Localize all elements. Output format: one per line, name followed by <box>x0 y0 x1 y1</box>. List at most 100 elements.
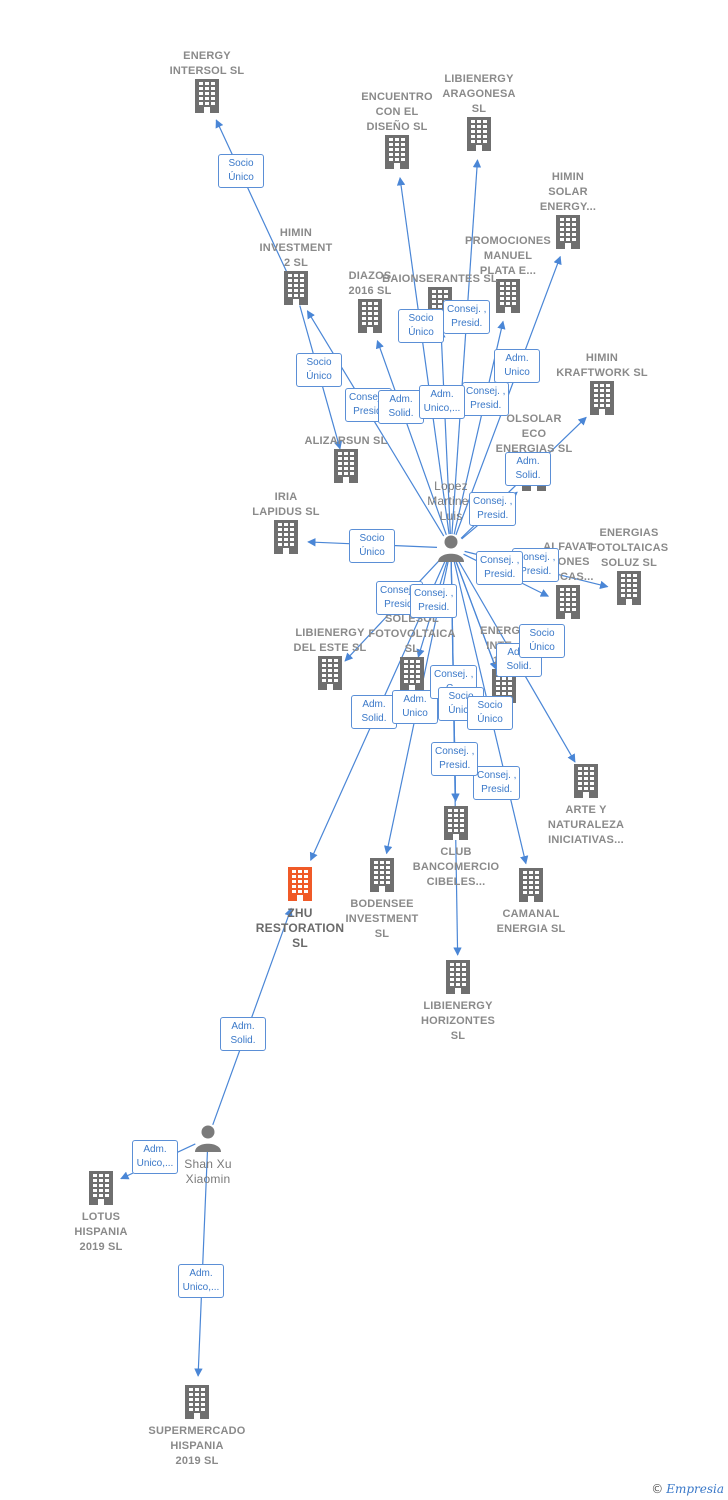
person-node-lopez[interactable]: Lopez Martinez Luis <box>391 479 511 567</box>
edge-badge[interactable]: Consej. , Presid. <box>410 584 458 618</box>
person-icon <box>391 534 511 567</box>
company-node-alizarsun[interactable]: ALIZARSUN SL <box>286 434 406 488</box>
edge-badge[interactable]: Socio Único <box>398 309 444 343</box>
node-label: CLUB BANCOMERCIO CIBELES... <box>412 846 500 888</box>
company-node-diazos[interactable]: DIAZOS 2016 SL <box>310 269 430 338</box>
edge-badge[interactable]: Consej. , Presid. <box>431 742 479 776</box>
company-node-promociones_manuel[interactable]: PROMOCIONES MANUEL PLATA E... <box>448 234 568 318</box>
company-node-zhu_restoration[interactable]: ZHU RESTORATION SL <box>240 867 360 951</box>
building-icon <box>396 806 516 845</box>
building-icon <box>322 858 442 897</box>
edge-lopez-libienergy_aragonesa <box>451 159 482 535</box>
company-node-himin_solar[interactable]: HIMIN SOLAR ENERGY... <box>508 170 628 254</box>
building-icon <box>508 585 628 624</box>
building-icon <box>448 279 568 318</box>
edge-badge[interactable]: Consej. , Presid. <box>462 382 510 416</box>
copyright-symbol: © <box>651 1482 664 1496</box>
company-node-himin_investment[interactable]: HIMIN INVESTMENT 2 SL <box>236 226 356 310</box>
node-label: ALIZARSUN SL <box>304 435 388 447</box>
edge-badge[interactable]: Adm. Solid. <box>220 1017 266 1051</box>
company-node-encuentro[interactable]: ENCUENTRO CON EL DISEÑO SL <box>337 90 457 174</box>
edge-badge[interactable]: Socio Único <box>218 154 264 188</box>
company-node-libienergy_aragonesa[interactable]: LIBIENERGY ARAGONESA SL <box>419 72 539 156</box>
company-node-libienergy_este[interactable]: LIBIENERGY DEL ESTE SL <box>270 626 390 695</box>
building-icon <box>270 656 390 695</box>
node-label: LOTUS HISPANIA 2019 SL <box>74 1211 128 1253</box>
building-icon <box>240 867 360 906</box>
edge-lopez-himin_investment <box>306 310 445 537</box>
company-node-lotus[interactable]: LOTUS HISPANIA 2019 SL <box>41 1171 161 1255</box>
node-label: LIBIENERGY DEL ESTE SL <box>293 627 367 654</box>
edge-badge[interactable]: Consej. , Presid. <box>443 300 491 334</box>
building-icon <box>236 271 356 310</box>
edge-badge[interactable]: Consej. , Presid. <box>476 551 524 585</box>
node-label: ENERGY INTERSOL SL <box>169 50 245 77</box>
company-node-solesol[interactable]: SOLESOL FOTOVOLTAICA SL <box>352 612 472 696</box>
node-label: CAMANAL ENERGIA SL <box>496 908 566 935</box>
node-label: IRIA LAPIDUS SL <box>252 491 320 518</box>
edge-lopez-diazos <box>375 339 447 536</box>
person-node-shan_xu[interactable]: Shan Xu Xiaomin <box>148 1124 268 1187</box>
edge-lopez-baionserantes <box>437 329 451 535</box>
company-node-arte_naturaleza[interactable]: ARTE Y NATURALEZA INICIATIVAS... <box>526 764 646 848</box>
building-icon <box>147 79 267 118</box>
company-node-libienergy_horizontes[interactable]: LIBIENERGY HORIZONTES SL <box>398 960 518 1044</box>
building-icon <box>286 449 406 488</box>
edge-badge[interactable]: Adm. Unico,... <box>178 1264 224 1298</box>
building-icon <box>419 117 539 156</box>
node-label: HIMIN KRAFTWORK SL <box>556 352 648 379</box>
edge-badge[interactable]: Socio Único <box>519 624 565 658</box>
node-label: HIMIN SOLAR ENERGY... <box>539 171 597 213</box>
node-label: DIAZOS 2016 SL <box>348 270 392 297</box>
edge-badge[interactable]: Socio Único <box>349 529 395 563</box>
node-label: ENCUENTRO CON EL DISEÑO SL <box>361 91 433 133</box>
brand-name: Empresia <box>666 1482 724 1496</box>
node-label: Lopez Martinez Luis <box>427 479 475 523</box>
node-label: HIMIN INVESTMENT 2 SL <box>259 227 333 269</box>
company-node-iria_lapidus[interactable]: IRIA LAPIDUS SL <box>226 490 346 559</box>
edge-badge[interactable]: Socio Único <box>296 353 342 387</box>
edge-badge[interactable]: Socio Único <box>467 696 513 730</box>
edge-badge[interactable]: Consej. , Presid. <box>469 492 517 526</box>
building-icon <box>569 571 689 610</box>
brand-footer[interactable]: ©Empresia <box>651 1482 724 1496</box>
node-label: BODENSEE INVESTMENT SL <box>345 898 419 940</box>
node-label: ARTE Y NATURALEZA INICIATIVAS... <box>547 804 625 846</box>
edge-badge[interactable]: Adm. Solid. <box>378 390 424 424</box>
edge-badge[interactable]: Adm. Solid. <box>505 452 551 486</box>
company-node-camanal[interactable]: CAMANAL ENERGIA SL <box>471 868 591 937</box>
edge-badge[interactable]: Consej. , Presid. <box>473 766 521 800</box>
node-label: ZHU RESTORATION SL <box>255 906 345 950</box>
node-label: Shan Xu Xiaomin <box>184 1157 232 1186</box>
node-label: ENERGIAS FOTOLTAICAS SOLUZ SL <box>589 527 669 569</box>
edge-lopez-energy_inter <box>455 560 498 671</box>
company-node-club_bancomercio[interactable]: CLUB BANCOMERCIO CIBELES... <box>396 806 516 890</box>
building-icon <box>542 381 662 420</box>
building-icon <box>398 960 518 999</box>
edge-himin_investment-energy_intersol <box>215 119 291 280</box>
node-label: OLSOLAR ECO ENERGIAS SL <box>495 413 573 455</box>
company-node-energy_intersol[interactable]: ENERGY INTERSOL SL <box>147 49 267 118</box>
company-node-bodensee[interactable]: BODENSEE INVESTMENT SL <box>322 858 442 942</box>
edge-badge[interactable]: Adm. Unico,... <box>132 1140 178 1174</box>
company-node-supermercado[interactable]: SUPERMERCADO HISPANIA 2019 SL <box>137 1385 257 1469</box>
company-node-energias_fotoltaicas[interactable]: ENERGIAS FOTOLTAICAS SOLUZ SL <box>569 526 689 610</box>
building-icon <box>41 1171 161 1210</box>
building-icon <box>137 1385 257 1424</box>
company-node-himin_kraftwork[interactable]: HIMIN KRAFTWORK SL <box>542 351 662 420</box>
building-icon <box>310 299 430 338</box>
node-label: PROMOCIONES MANUEL PLATA E... <box>465 235 551 277</box>
edge-shan_xu-zhu_restoration <box>212 907 293 1126</box>
building-icon <box>508 215 628 254</box>
node-label: BAIONSERANTES SL <box>382 273 498 285</box>
building-icon <box>526 764 646 803</box>
building-icon <box>471 868 591 907</box>
edge-badge[interactable]: Adm. Solid. <box>351 695 397 729</box>
edge-badge[interactable]: Adm. Unico <box>494 349 540 383</box>
building-icon <box>337 135 457 174</box>
edge-lopez-encuentro <box>396 176 450 535</box>
edge-badge[interactable]: Adm. Unico,... <box>419 385 465 419</box>
building-icon <box>226 520 346 559</box>
node-label: LIBIENERGY ARAGONESA SL <box>442 73 516 115</box>
